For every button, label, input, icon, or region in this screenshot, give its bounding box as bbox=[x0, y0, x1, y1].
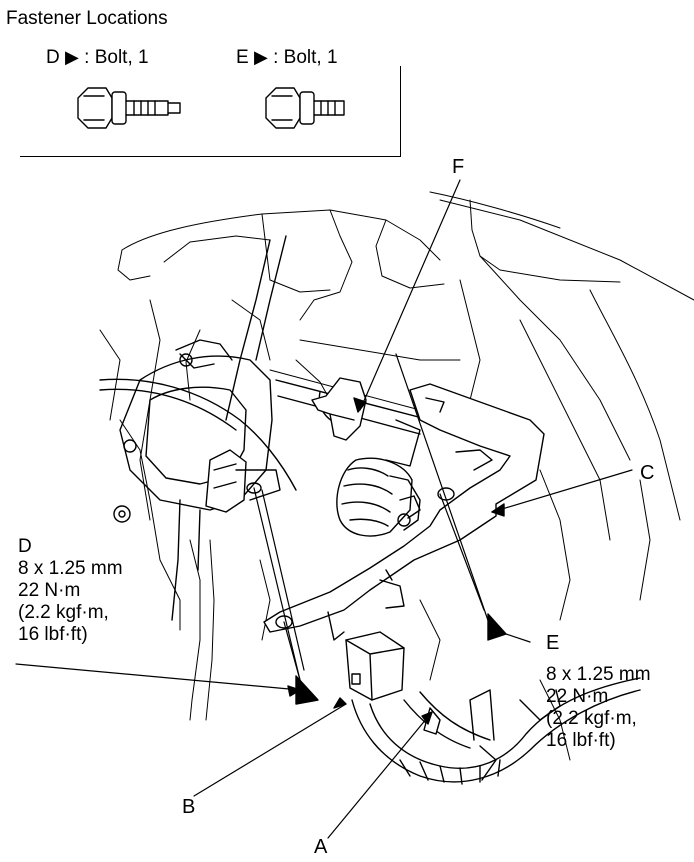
callout-c: C bbox=[640, 462, 655, 484]
callout-f: F bbox=[452, 156, 465, 178]
spec-d-torque: 22 N·m bbox=[18, 580, 81, 601]
spec-e-torque: 22 N·m bbox=[546, 686, 609, 707]
left-bracket-assembly bbox=[99, 235, 297, 621]
wire-harness bbox=[351, 677, 641, 785]
legend-d-label: D ▶ : Bolt, 1 bbox=[46, 46, 149, 69]
spec-d-block: D 8 x 1.25 mm 22 N·m (2.2 kgf·m, 16 lbf·… bbox=[18, 536, 123, 646]
legend-d-letter: D bbox=[46, 47, 60, 68]
leader-lines bbox=[15, 179, 633, 839]
spec-d-lbf: 16 lbf·ft) bbox=[18, 624, 88, 645]
legend-e-text: : Bolt, 1 bbox=[273, 47, 338, 68]
vehicle-body-outline bbox=[99, 191, 694, 761]
actuator bbox=[336, 457, 421, 537]
arrow-icon: ▶ bbox=[253, 47, 268, 67]
bolt-d-icon bbox=[77, 87, 181, 129]
legend-e-label: E ▶ : Bolt, 1 bbox=[236, 46, 338, 69]
bracket-c bbox=[263, 383, 545, 641]
arrow-icon: ▶ bbox=[65, 47, 79, 67]
callout-b: B bbox=[182, 796, 196, 818]
spec-e-size: 8 x 1.25 mm bbox=[546, 664, 651, 685]
spec-e-lbf: 16 lbf·ft) bbox=[546, 730, 616, 751]
spec-e-kgf: (2.2 kgf·m, bbox=[546, 708, 637, 729]
clip-f bbox=[311, 377, 421, 467]
legend-title: Fastener Locations bbox=[6, 8, 168, 29]
legend-d-text: : Bolt, 1 bbox=[84, 47, 149, 68]
callout-a: A bbox=[314, 836, 328, 858]
spec-d-letter: D bbox=[18, 536, 32, 557]
bolt-e-icon bbox=[265, 87, 345, 129]
connector-b bbox=[345, 631, 405, 701]
fastener-e-marker bbox=[487, 613, 507, 641]
spec-d-size: 8 x 1.25 mm bbox=[18, 558, 123, 579]
spec-e-block: 8 x 1.25 mm 22 N·m (2.2 kgf·m, 16 lbf·ft… bbox=[546, 664, 651, 752]
legend-e-letter: E bbox=[236, 47, 249, 68]
spec-d-kgf: (2.2 kgf·m, bbox=[18, 602, 109, 623]
callout-e: E bbox=[546, 632, 560, 654]
legend-frame bbox=[20, 66, 401, 157]
